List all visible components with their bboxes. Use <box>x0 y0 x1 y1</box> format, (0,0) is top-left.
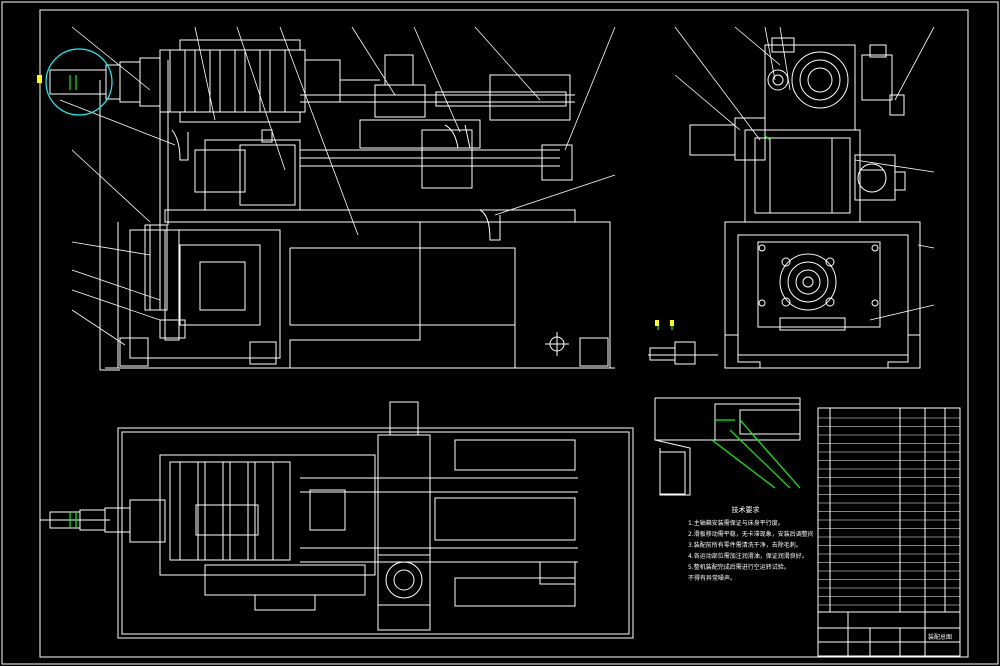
tech-req-item: 1.主轴箱安装需保证与床身平行度。 <box>688 520 784 527</box>
section-marker-3 <box>670 320 674 326</box>
tech-req-item: 4.各运动部位需加注润滑油，保证润滑良好。 <box>688 553 808 560</box>
leader-lines <box>59 26 935 346</box>
technical-requirements: 技术要求 1.主轴箱安装需保证与床身平行度。 2.滑板移动需平稳，无卡滞现象，安… <box>688 505 813 584</box>
tech-req-item: 3.装配前所有零件需清洗干净，去除毛刺。 <box>688 542 802 549</box>
parts-list-rows <box>818 417 960 606</box>
side-view <box>648 37 921 369</box>
section-marker <box>37 75 42 83</box>
section-marker-2 <box>655 320 659 326</box>
inner-frame <box>39 9 969 658</box>
parts-list <box>817 407 961 657</box>
detail-view <box>654 397 801 496</box>
tech-req-item: 不得有异常噪声。 <box>688 575 737 582</box>
tech-req-item: 2.滑板移动需平稳，无卡滞现象，安装后调整间隙。 <box>688 531 813 538</box>
tech-req-item: 5.整机装配完成后需进行空运转试验。 <box>688 564 790 571</box>
top-view <box>40 401 634 639</box>
tech-req-title: 技术要求 <box>731 506 760 514</box>
detail-callout-circle <box>45 48 113 116</box>
front-view <box>49 39 615 371</box>
drawing-title: 装配总图 <box>928 634 953 641</box>
